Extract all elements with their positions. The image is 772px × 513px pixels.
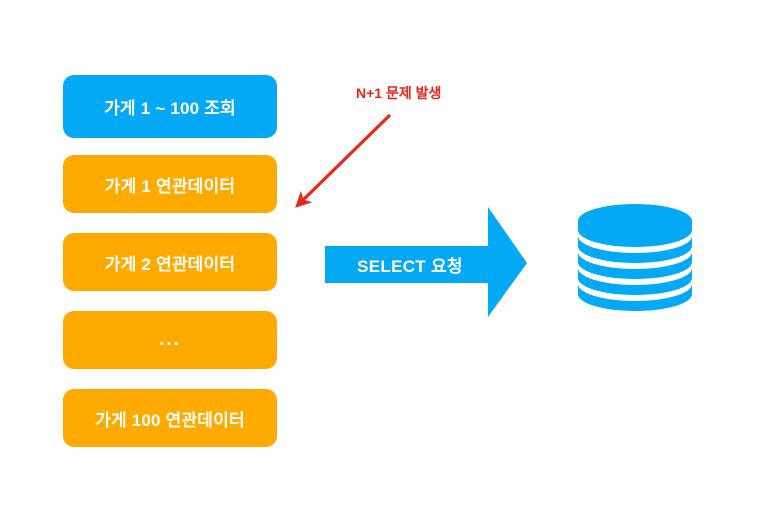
node-related-data-100-box[interactable]: 가게 100 연관데이터 bbox=[63, 389, 277, 447]
node-ellipsis-label: ... bbox=[159, 329, 181, 351]
node-related-data-2-label: 가게 2 연관데이터 bbox=[104, 254, 236, 274]
node-query-box[interactable]: 가게 1 ~ 100 조회 bbox=[63, 75, 277, 138]
database-icon bbox=[578, 204, 692, 311]
node-ellipsis-box[interactable]: ... bbox=[63, 311, 277, 369]
node-related-data-2-box[interactable]: 가게 2 연관데이터 bbox=[63, 233, 277, 291]
node-related-data-100-label: 가게 100 연관데이터 bbox=[95, 410, 245, 430]
select-request-label: SELECT 요청 bbox=[357, 257, 463, 276]
node-related-data-1-label: 가게 1 연관데이터 bbox=[104, 176, 236, 196]
node-related-data-1-box[interactable]: 가게 1 연관데이터 bbox=[63, 155, 277, 213]
n-plus-one-annotation-label: N+1 문제 발생 bbox=[356, 85, 442, 101]
n-plus-one-arrow-icon bbox=[295, 113, 392, 208]
select-request-arrow-icon bbox=[325, 207, 527, 317]
node-query-label: 가게 1 ~ 100 조회 bbox=[104, 99, 236, 118]
